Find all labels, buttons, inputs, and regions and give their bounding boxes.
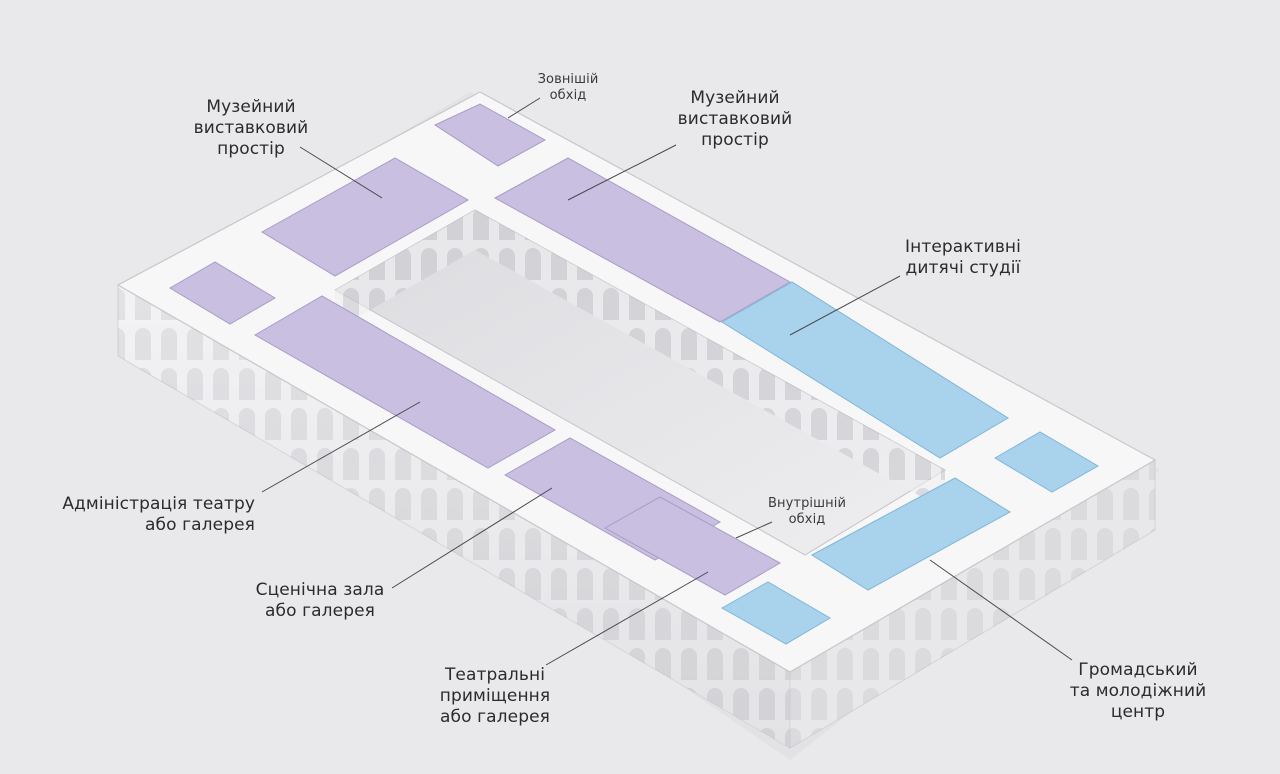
leader-inner-walkway bbox=[735, 521, 773, 539]
zone-museum-left-small bbox=[169, 261, 276, 325]
label-community-center: Громадський та молодіжний центр bbox=[1069, 660, 1207, 722]
label-inner-walkway: Внутрішній обхід bbox=[767, 496, 846, 527]
label-museum-left: Музейний виставковий простір bbox=[193, 97, 309, 159]
zone-community-center bbox=[811, 477, 1011, 591]
label-kids-studios: Інтерактивні дитячі студії bbox=[905, 237, 1021, 278]
zone-museum-right-long bbox=[493, 157, 792, 323]
zone-community-small-right bbox=[994, 431, 1100, 493]
zone-admin-theatre bbox=[253, 295, 557, 469]
leader-community-center bbox=[929, 559, 1073, 661]
inner-courtyard bbox=[333, 209, 946, 556]
leader-museum-right bbox=[567, 144, 677, 201]
leader-outer-walkway bbox=[507, 97, 541, 119]
zone-museum-top-left bbox=[261, 157, 470, 277]
zone-theatre-rooms bbox=[603, 496, 782, 596]
leader-museum-left bbox=[299, 146, 383, 199]
zone-museum-top-small bbox=[433, 103, 547, 167]
leader-kids-studios bbox=[789, 275, 901, 336]
zone-community-small-left bbox=[720, 581, 831, 645]
label-theatre-rooms: Театральні приміщення або галерея bbox=[439, 665, 551, 727]
leader-admin-theatre bbox=[261, 401, 421, 493]
label-outer-walkway: Зовнішій обхід bbox=[537, 72, 599, 103]
label-stage-hall: Сценічна зала або галерея bbox=[255, 580, 385, 621]
zone-kids-studios bbox=[721, 281, 1009, 459]
leader-stage-hall bbox=[391, 487, 553, 589]
leader-theatre-rooms bbox=[545, 571, 709, 666]
label-admin-theatre: Адміністрація театру або галерея bbox=[62, 494, 255, 535]
label-museum-right: Музейний виставковий простір bbox=[677, 88, 793, 150]
leader-lines bbox=[261, 97, 1073, 666]
